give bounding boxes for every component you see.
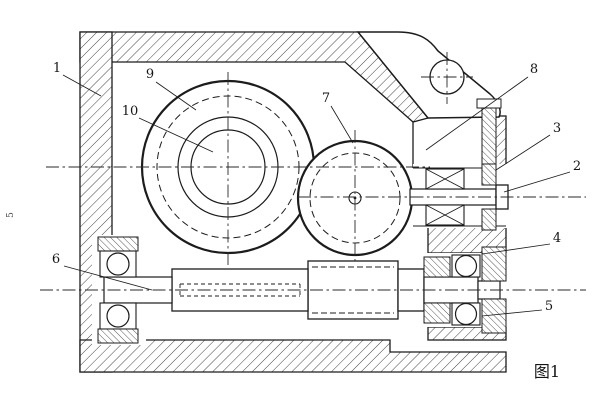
part-label-9: 9 xyxy=(146,67,154,82)
leader-2 xyxy=(503,171,571,193)
leader-1 xyxy=(62,74,102,97)
output-cover-bottom xyxy=(481,208,497,231)
leader-9 xyxy=(155,81,197,111)
spacer-top xyxy=(423,256,451,278)
part-labels: 1 9 10 7 8 3 2 4 5 6 xyxy=(52,61,581,314)
leader-3 xyxy=(495,134,551,171)
part-label-2: 2 xyxy=(573,159,581,174)
leader-5 xyxy=(481,309,543,317)
bearing-cross xyxy=(425,204,465,226)
spacer-bottom xyxy=(423,302,451,324)
right-bearing xyxy=(423,246,507,334)
margin-mark: 5 xyxy=(6,212,16,218)
ball-bottom xyxy=(106,304,130,328)
leader-7 xyxy=(330,105,354,144)
leader-8 xyxy=(425,76,529,151)
part-label-10: 10 xyxy=(122,104,139,119)
leader-4 xyxy=(481,243,551,255)
ball-bottom xyxy=(454,302,478,326)
figure-caption: 图1 xyxy=(534,362,560,381)
leader-10 xyxy=(138,117,214,153)
housing-bottom-wall xyxy=(79,339,507,373)
left-bearing-cap-top xyxy=(97,236,139,252)
leader-6 xyxy=(63,265,153,291)
leader-lines xyxy=(62,74,571,317)
bearing-cross xyxy=(425,168,465,190)
mounting-lug xyxy=(356,31,501,119)
part-label-4: 4 xyxy=(553,231,561,246)
end-cover-top xyxy=(481,246,507,282)
part-label-7: 7 xyxy=(322,91,330,106)
part-label-3: 3 xyxy=(553,121,561,136)
cover-bolt-head xyxy=(476,98,502,109)
cover-bolt xyxy=(481,107,497,169)
part-label-8: 8 xyxy=(530,62,538,77)
part-label-5: 5 xyxy=(545,299,553,314)
part-label-6: 6 xyxy=(52,252,60,267)
centerlines xyxy=(40,52,586,291)
left-bearing-cap-bottom xyxy=(97,328,139,344)
ball-top xyxy=(106,252,130,276)
left-bearing xyxy=(97,236,139,344)
ball-top xyxy=(454,254,478,278)
output-shaft-assembly xyxy=(409,163,510,231)
output-cover-top xyxy=(481,163,497,186)
part-label-1: 1 xyxy=(53,61,61,76)
